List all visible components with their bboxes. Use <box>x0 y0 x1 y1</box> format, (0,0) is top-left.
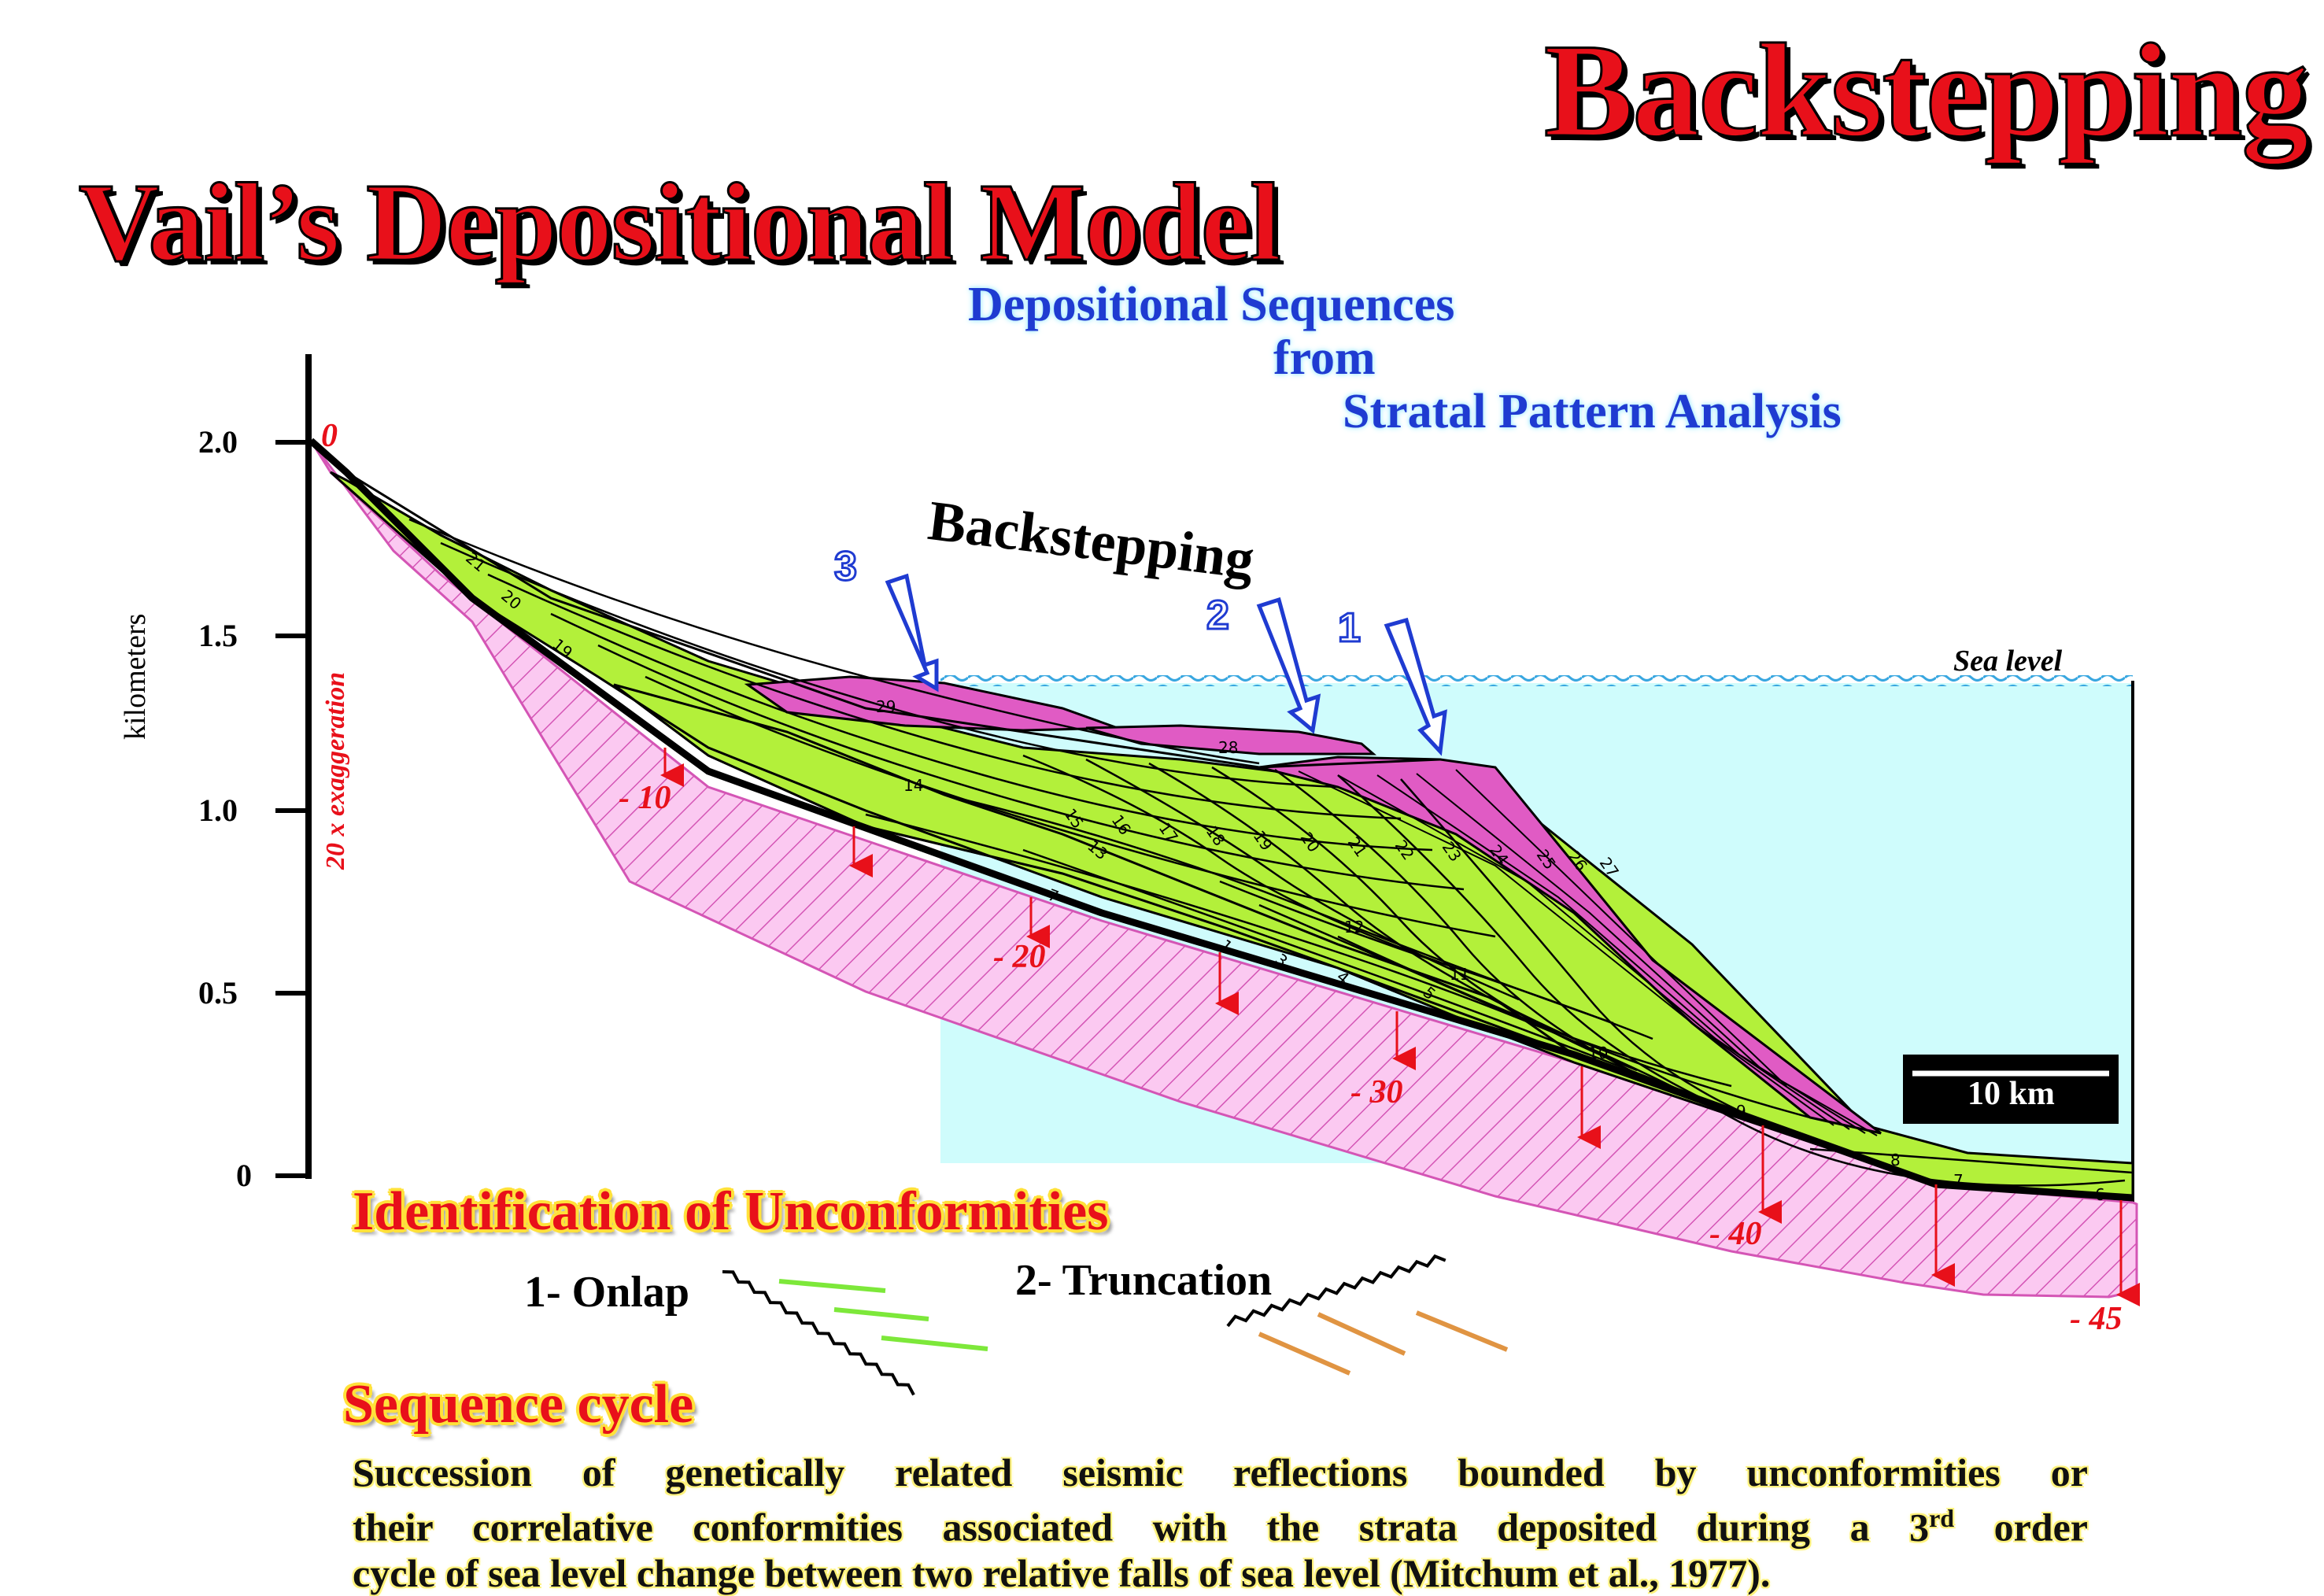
truncation-label: 2- Truncation <box>1015 1256 1273 1305</box>
main-title: Backstepping <box>1543 16 2309 166</box>
layer-number-11: 11 <box>1450 965 1470 984</box>
sequence-cycle-description: Succession of genetically related seismi… <box>353 1450 2088 1596</box>
y-tick-label-0: 0 <box>236 1158 252 1193</box>
layer-number-10: 10 <box>1588 1044 1609 1062</box>
model-title: Vail’s Depositional Model <box>78 159 1283 286</box>
arrow-label-3: 3 <box>833 543 859 591</box>
subtitle-line-1: Depositional Sequences <box>968 278 1455 331</box>
subsidence-label-10: - 10 <box>619 780 671 816</box>
top-boundary-line <box>310 439 1441 769</box>
description-line-3: cycle of sea level change between two re… <box>353 1550 1771 1595</box>
subsidence-label-20: - 20 <box>993 939 1046 975</box>
onlap-label: 1- Onlap <box>524 1268 690 1317</box>
backstep-arrows <box>885 573 1447 756</box>
subtitle-line-3: Stratal Pattern Analysis <box>1343 385 1842 438</box>
scale-bar-box <box>1903 1055 2119 1124</box>
description-line-2-text: their correlative conformities associate… <box>353 1505 1930 1550</box>
green-layer <box>330 471 2134 1202</box>
subtitle-line-2: from <box>1273 331 1376 385</box>
truncation-symbol-icon <box>1226 1254 1509 1376</box>
unconformities-heading: Identification of Unconformities <box>353 1181 1109 1242</box>
y-axis-label: kilometers <box>119 613 152 740</box>
subsidence-label-45: - 45 <box>2070 1301 2123 1337</box>
basement-wedge <box>309 440 2138 1299</box>
layer-number-8: 8 <box>1890 1151 1901 1169</box>
arrow-2-icon <box>1256 597 1321 734</box>
y-tick-label-0-5: 0.5 <box>198 975 238 1010</box>
layer-number-28: 28 <box>1218 738 1239 757</box>
y-tick-label-1-5: 1.5 <box>198 618 238 653</box>
layer-number-29: 29 <box>876 697 896 716</box>
description-line-1: Succession of genetically related seismi… <box>353 1450 2088 1494</box>
layer-number-6: 6 <box>2095 1185 2105 1204</box>
subsidence-label-30: - 30 <box>1350 1074 1403 1110</box>
onlap-symbol-icon <box>722 1270 988 1396</box>
arrow-label-2: 2 <box>1206 592 1231 640</box>
layer-number-7: 7 <box>1953 1171 1964 1190</box>
magenta-strata-lines <box>1298 769 1878 1136</box>
layer-number-12: 12 <box>1344 918 1365 937</box>
description-line-2-sup: rd <box>1929 1504 1955 1532</box>
arrow-1-icon <box>1384 617 1447 756</box>
base-unconformity-line <box>309 438 2134 1202</box>
subsidence-label-40: - 40 <box>1709 1216 1762 1252</box>
description-line-2: their correlative conformities associate… <box>353 1495 2088 1550</box>
description-line-2-end: order <box>1954 1505 2088 1550</box>
y-tick-label-1-0: 1.0 <box>198 792 238 828</box>
scale-bar-label: 10 km <box>1967 1076 2055 1112</box>
subsidence-label-0: 0 <box>321 418 338 454</box>
subsidence-arrows <box>660 748 2140 1306</box>
layer-number-14: 14 <box>903 776 924 795</box>
sequence-cycle-heading: Sequence cycle <box>343 1374 694 1435</box>
sea-level-label: Sea level <box>1953 645 2063 678</box>
exaggeration-label: 20 x exaggeration <box>321 671 350 870</box>
sea-surface-waves <box>940 675 2133 686</box>
arrow-label-1: 1 <box>1337 604 1362 652</box>
y-tick-label-2-0: 2.0 <box>198 424 238 460</box>
arrow-3-icon <box>885 573 939 693</box>
layer-number-9: 9 <box>1736 1102 1746 1121</box>
